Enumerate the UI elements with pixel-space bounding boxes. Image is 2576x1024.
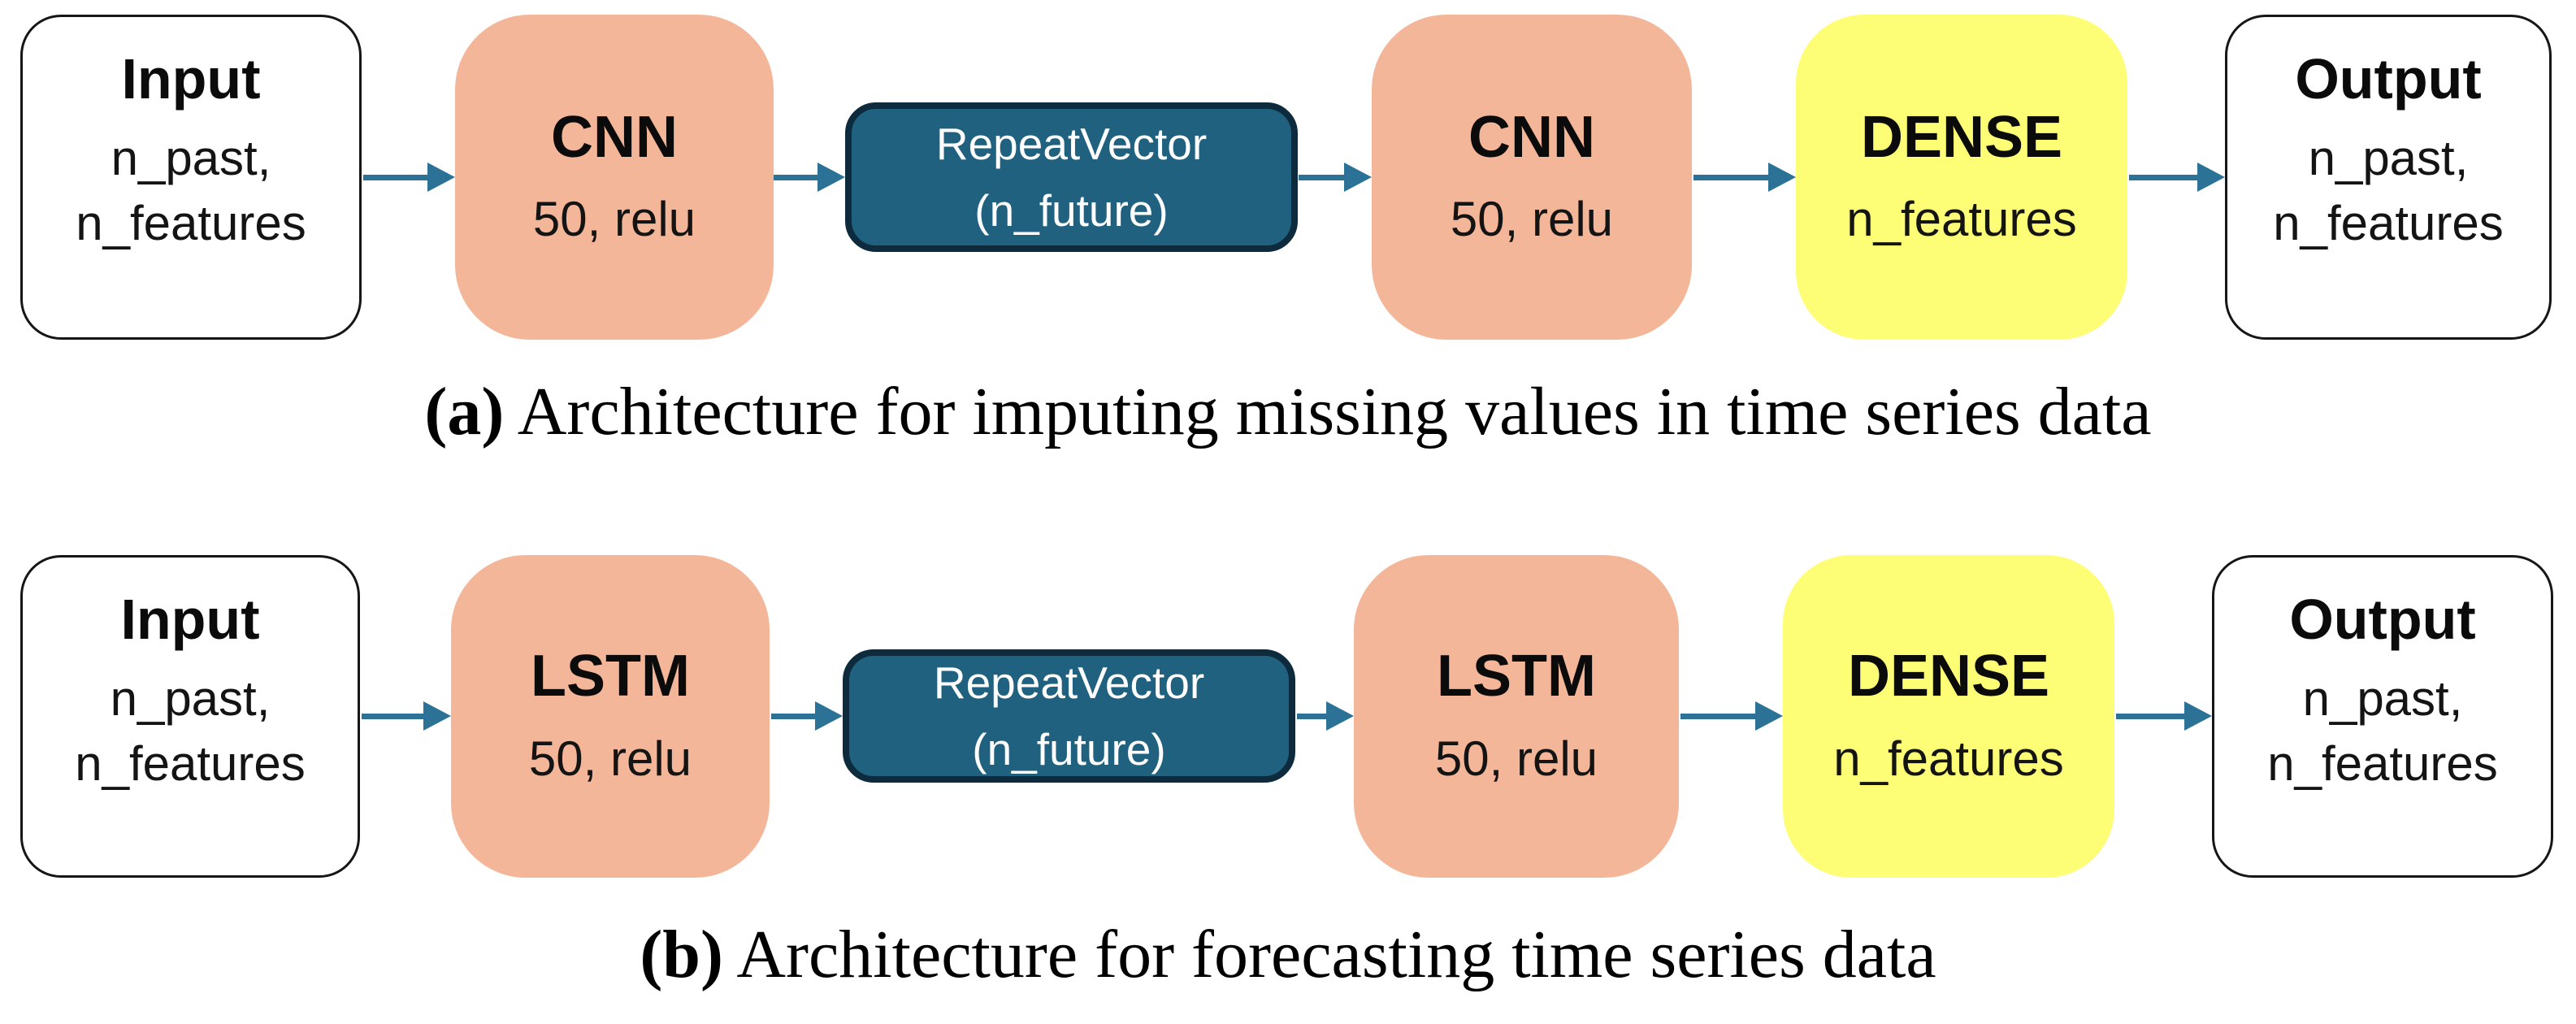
arrow-head-icon [1344,163,1372,192]
input-node-b: Input n_past, n_features [20,555,360,878]
arrow-shaft [774,175,822,180]
dense-layer-node-a: DENSE n_features [1796,15,2127,340]
dense-layer-node-b: DENSE n_features [1783,555,2114,878]
arrow-shaft [2116,714,2189,719]
repeat-title: RepeatVector [933,657,1205,708]
arrow-head-icon [817,163,845,192]
output-title: Output [2295,47,2482,111]
flow-arrow [1297,700,1354,732]
flow-arrow [2116,700,2212,732]
output-node-a: Output n_past, n_features [2225,15,2552,340]
caption-text-b: Architecture for forecasting time series… [722,917,1936,992]
repeat-vector-node-b: RepeatVector (n_future) [843,649,1295,783]
repeat-param: (n_future) [972,724,1166,775]
output-shape-line2: n_features [2267,735,2498,791]
layer-params: 50, relu [1434,731,1598,786]
layer-title: LSTM [531,644,690,709]
lstm-layer-node-1: LSTM 50, relu [451,555,770,878]
caption-label-b: (b) [640,917,723,992]
arrow-head-icon [423,701,451,731]
arrow-shaft [1680,714,1760,719]
figure-caption-a: (a) Architecture for imputing missing va… [0,372,2576,451]
arrow-shaft [1299,175,1349,180]
input-shape-line1: n_past, [111,131,271,185]
repeat-param: (n_future) [974,185,1169,236]
dense-params: n_features [1833,731,2064,786]
arrow-shaft [1297,714,1331,719]
figure-caption-b: (b) Architecture for forecasting time se… [0,915,2576,994]
flow-arrow [2129,161,2225,193]
input-title: Input [120,588,260,651]
arrow-shaft [363,175,432,180]
arrow-shaft [362,714,428,719]
arrow-shaft [771,714,820,719]
flow-arrow [1299,161,1372,193]
input-node-a: Input n_past, n_features [20,15,362,340]
dense-title: DENSE [1847,644,2050,709]
output-shape-line1: n_past, [2308,131,2469,185]
repeat-title: RepeatVector [935,118,1208,169]
arrow-head-icon [815,701,843,731]
flow-arrow [774,161,845,193]
layer-title: CNN [551,104,678,170]
repeat-vector-node-a: RepeatVector (n_future) [845,102,1298,252]
layer-params: 50, relu [1450,192,1614,247]
cnn-layer-node-2: CNN 50, relu [1372,15,1692,340]
layer-title: CNN [1468,104,1595,170]
caption-text-a: Architecture for imputing missing values… [504,374,2152,449]
arrow-shaft [1693,175,1773,180]
layer-params: 50, relu [528,731,692,786]
cnn-layer-node-1: CNN 50, relu [455,15,774,340]
arrow-head-icon [2184,701,2212,731]
flow-arrow [771,700,843,732]
flow-arrow [1693,161,1796,193]
flow-arrow [362,700,451,732]
layer-title: LSTM [1437,644,1596,709]
flow-arrow [363,161,455,193]
arrow-head-icon [1755,701,1783,731]
flow-arrow [1680,700,1783,732]
output-node-b: Output n_past, n_features [2212,555,2553,878]
arrow-shaft [2129,175,2202,180]
arrow-head-icon [427,163,455,192]
input-shape-line1: n_past, [110,671,271,726]
arrow-head-icon [1326,701,1354,731]
output-title: Output [2289,588,2476,651]
output-shape-line2: n_features [2273,195,2504,250]
input-shape-line2: n_features [76,195,306,250]
input-title: Input [121,47,261,111]
input-shape-line2: n_features [75,735,306,791]
dense-title: DENSE [1860,104,2063,170]
caption-label-a: (a) [424,374,505,449]
output-shape-line1: n_past, [2302,671,2463,726]
layer-params: 50, relu [532,192,696,247]
arrow-head-icon [2197,163,2225,192]
arrow-head-icon [1768,163,1796,192]
dense-params: n_features [1846,192,2077,247]
lstm-layer-node-2: LSTM 50, relu [1354,555,1679,878]
